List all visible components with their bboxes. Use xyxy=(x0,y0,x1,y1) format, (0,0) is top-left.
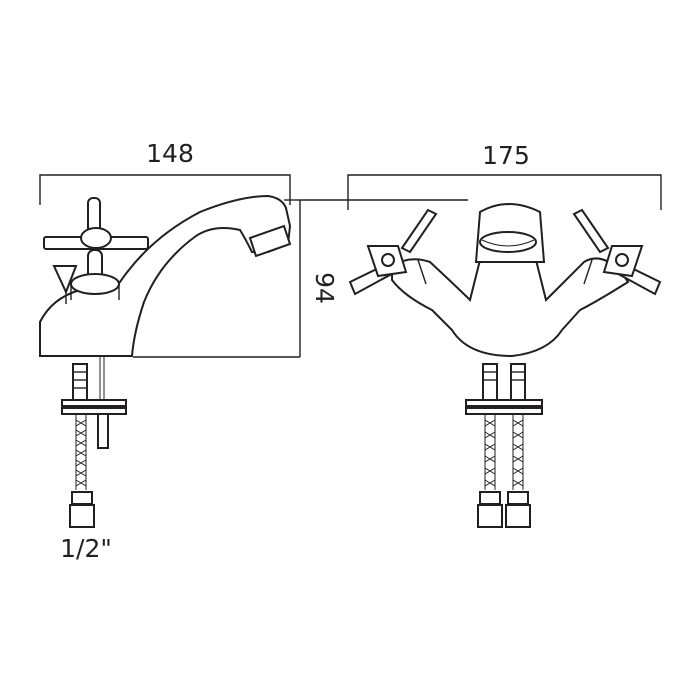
side-fixings xyxy=(61,356,127,528)
height-label: 94 xyxy=(310,272,339,304)
inlet-size-label: 1/2" xyxy=(60,534,112,563)
right-handle xyxy=(572,208,662,296)
spout-body xyxy=(39,194,292,357)
spout-outlet xyxy=(248,224,292,258)
front-fixings xyxy=(465,363,543,528)
front-aerator xyxy=(479,231,537,253)
front-view xyxy=(348,203,662,528)
popup-lever xyxy=(52,265,78,295)
side-width-label: 148 xyxy=(146,139,194,168)
left-handle xyxy=(348,208,438,296)
front-width-label: 175 xyxy=(482,141,530,170)
side-view xyxy=(39,194,292,528)
side-handle xyxy=(43,197,149,300)
front-body xyxy=(391,257,630,358)
dimension-lines xyxy=(39,174,662,358)
